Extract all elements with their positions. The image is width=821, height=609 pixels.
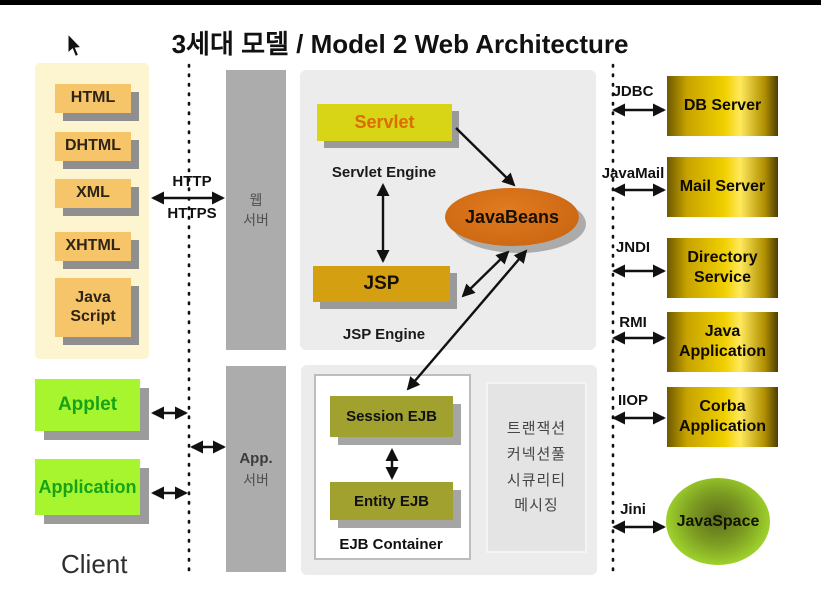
protocol-iiop-label: IIOP bbox=[617, 392, 648, 409]
node-session-ejb-label: Session EJB bbox=[346, 408, 437, 425]
node-servlet-label: Servlet bbox=[354, 112, 415, 132]
protocol-rmi-label: RMI bbox=[619, 314, 647, 331]
jsp-engine-label: JSP Engine bbox=[342, 326, 426, 343]
node-javascript: Java Script bbox=[55, 278, 131, 337]
mouse-cursor-icon bbox=[67, 33, 83, 58]
node-html: HTML bbox=[55, 84, 131, 113]
node-xhtml-label: XHTML bbox=[65, 237, 121, 255]
node-entity-ejb: Entity EJB bbox=[330, 482, 453, 520]
service-security-label: 시큐리티 bbox=[506, 471, 567, 489]
node-html-label: HTML bbox=[70, 89, 116, 107]
node-xml-label: XML bbox=[76, 184, 110, 202]
node-entity-ejb-label: Entity EJB bbox=[353, 492, 429, 510]
node-dhtml-label: DHTML bbox=[65, 137, 121, 155]
node-application-label: Application bbox=[38, 476, 137, 497]
node-servlet: Servlet bbox=[317, 104, 452, 141]
node-java-application-label: Java Application bbox=[678, 323, 767, 360]
node-xml: XML bbox=[55, 179, 131, 208]
node-db-server: DB Server bbox=[667, 76, 778, 136]
node-applet: Applet bbox=[35, 379, 140, 431]
node-javabeans: JavaBeans bbox=[445, 188, 579, 246]
node-corba-application: Corba Application bbox=[667, 387, 778, 447]
node-javascript-label: Java Script bbox=[70, 289, 116, 325]
protocol-http-label: HTTP bbox=[172, 173, 212, 190]
app-server-label-line2: 서버 bbox=[243, 471, 269, 488]
protocol-jdbc-label: JDBC bbox=[612, 83, 654, 100]
protocol-javamail-label: JavaMail bbox=[601, 165, 665, 182]
node-applet-label: Applet bbox=[57, 394, 118, 415]
node-session-ejb: Session EJB bbox=[330, 396, 453, 437]
node-java-application: Java Application bbox=[667, 312, 778, 372]
web-server-label-line1: 웹 bbox=[249, 191, 263, 208]
ejb-services-box: 트랜잭션 커넥션풀 시큐리티 메시징 bbox=[486, 382, 587, 553]
service-connection-pool-label: 커넥션풀 bbox=[506, 445, 567, 463]
node-web-server: 웹 서버 bbox=[226, 70, 286, 350]
protocol-https-label: HTTPS bbox=[167, 205, 217, 222]
node-dhtml: DHTML bbox=[55, 132, 131, 161]
service-messaging-label: 메시징 bbox=[514, 497, 559, 515]
protocol-jini-label: Jini bbox=[620, 501, 646, 518]
web-server-label-line2: 서버 bbox=[243, 212, 269, 228]
node-db-server-label: DB Server bbox=[683, 97, 762, 114]
app-server-label-line1: App. bbox=[239, 449, 273, 467]
ejb-container-label: EJB Container bbox=[339, 536, 443, 553]
node-jsp-label: JSP bbox=[363, 273, 400, 294]
node-application: Application bbox=[35, 459, 140, 515]
client-zone-label: Client bbox=[61, 549, 128, 579]
node-javabeans-label: JavaBeans bbox=[464, 206, 560, 227]
node-javaspace-label: JavaSpace bbox=[676, 512, 760, 530]
node-app-server: App. 서버 bbox=[226, 366, 286, 572]
node-xhtml: XHTML bbox=[55, 232, 131, 261]
node-mail-server-label: Mail Server bbox=[679, 178, 766, 195]
service-transaction-label: 트랜잭션 bbox=[506, 419, 567, 437]
top-black-bar bbox=[0, 0, 821, 5]
node-directory-service-label: Directory Service bbox=[687, 249, 758, 286]
protocol-jndi-label: JNDI bbox=[615, 239, 651, 256]
servlet-engine-label: Servlet Engine bbox=[331, 164, 437, 181]
node-mail-server: Mail Server bbox=[667, 157, 778, 217]
slide-title: 3세대 모델 / Model 2 Web Architecture bbox=[171, 29, 629, 59]
node-corba-application-label: Corba Application bbox=[678, 398, 767, 435]
node-jsp: JSP bbox=[313, 266, 450, 302]
node-javaspace: JavaSpace bbox=[666, 478, 770, 565]
node-directory-service: Directory Service bbox=[667, 238, 778, 298]
